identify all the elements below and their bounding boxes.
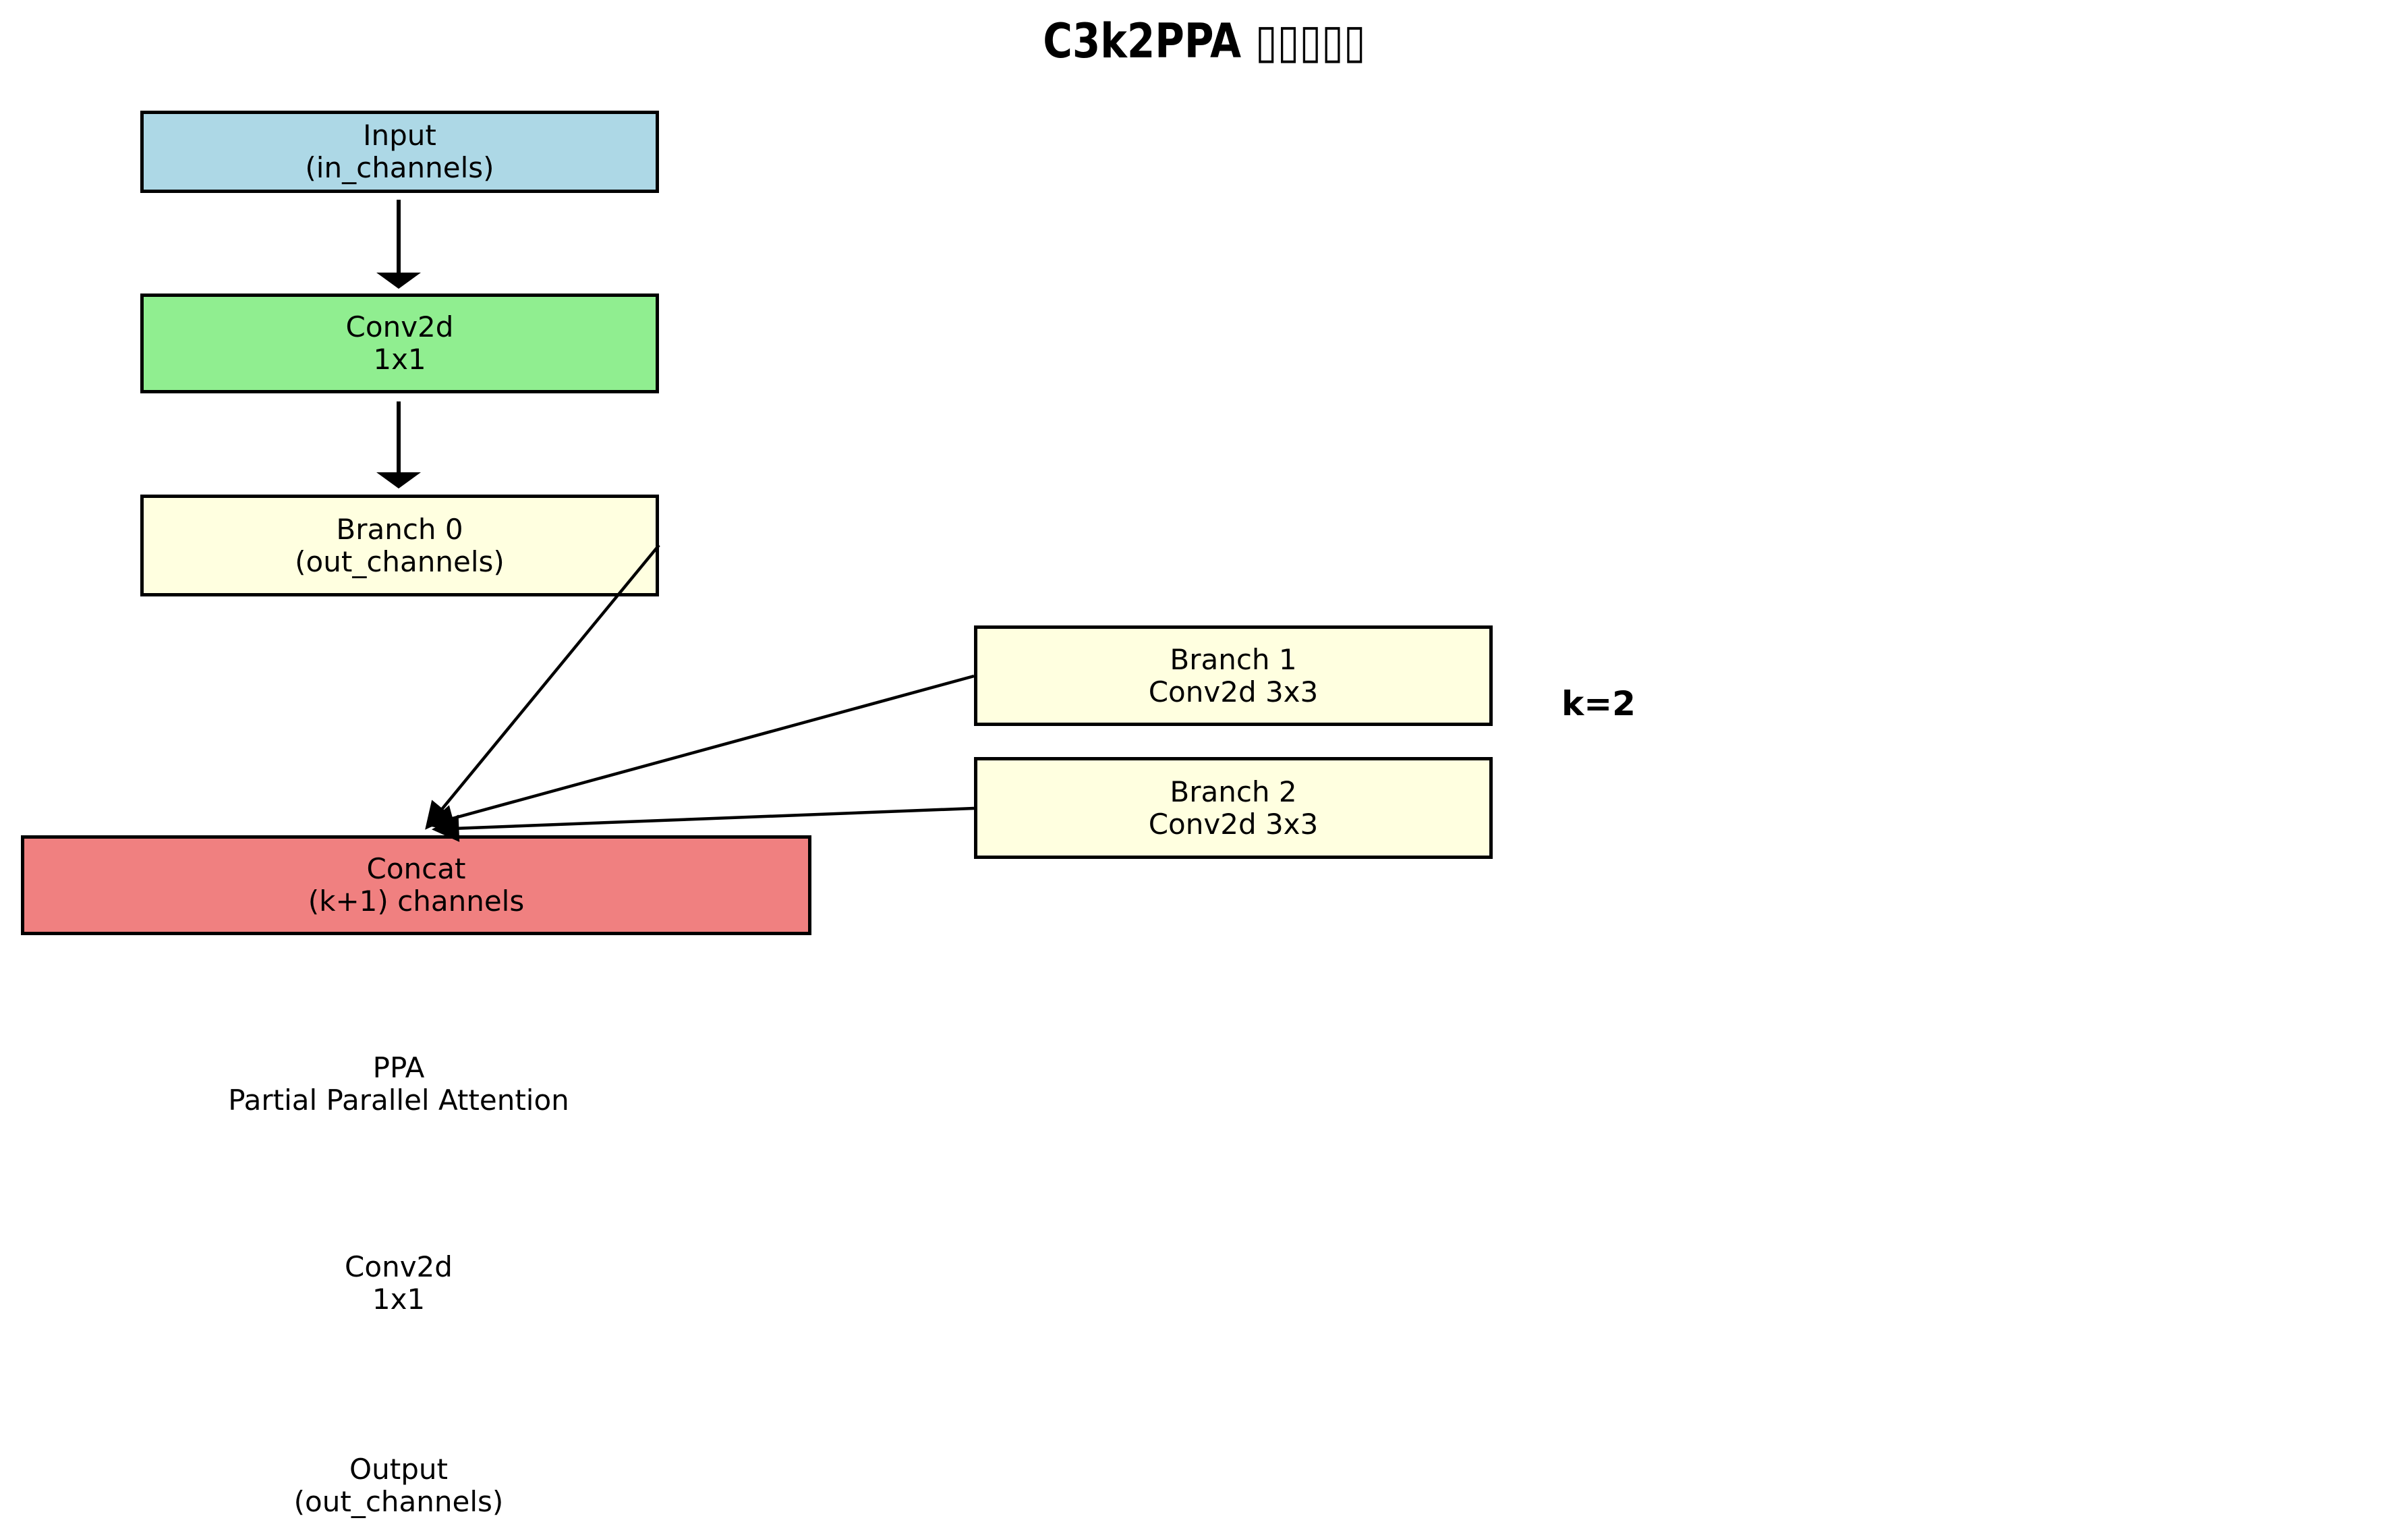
node-branch1: Branch 1 Conv2d 3x3 (974, 625, 1493, 726)
node-input-label-line1: Input (363, 119, 436, 152)
node-conv2d-label-line2: 1x1 (373, 343, 426, 376)
node-branch1-label-line1: Branch 1 (1170, 642, 1297, 676)
node-branch1-label-line2: Conv2d 3x3 (1148, 675, 1319, 708)
diagram-title-text: C3k2PPA ▯▯▯▯▯ (1042, 13, 1366, 69)
node-concat-label-line2: (k+1) channels (308, 885, 525, 918)
annotation-output-line2: (out_channels) (293, 1485, 504, 1518)
node-concat-label-line1: Concat (366, 852, 466, 885)
node-input-label-line2: (in_channels) (305, 151, 494, 184)
k-value-label: k=2 (1561, 684, 1636, 723)
annotation-ppa: PPA Partial Parallel Attention (129, 1052, 668, 1117)
annotation-ppa-line2: Partial Parallel Attention (228, 1084, 569, 1117)
annotation-conv-final-line1: Conv2d (345, 1250, 453, 1283)
arrow-input-to-conv (376, 200, 421, 289)
node-branch2-label-line1: Branch 2 (1170, 775, 1297, 808)
node-input: Input (in_channels) (140, 111, 659, 193)
arrow-branch2-to-concat (431, 806, 975, 842)
annotation-conv-final-line2: 1x1 (372, 1283, 426, 1316)
annotation-output: Output (out_channels) (129, 1453, 668, 1518)
node-branch0-label-line2: (out_channels) (295, 544, 505, 578)
arrow-conv-to-branch0 (376, 401, 421, 488)
node-branch2-label-line2: Conv2d 3x3 (1148, 807, 1319, 841)
node-conv2d-label-line1: Conv2d (345, 310, 454, 343)
annotation-ppa-line1: PPA (372, 1051, 425, 1084)
node-conv2d-1x1: Conv2d 1x1 (140, 294, 659, 393)
node-concat: Concat (k+1) channels (21, 835, 811, 935)
diagram-title: C3k2PPA ▯▯▯▯▯ (0, 13, 2408, 69)
annotation-output-line1: Output (349, 1453, 448, 1486)
node-branch2: Branch 2 Conv2d 3x3 (974, 757, 1493, 859)
node-branch0: Branch 0 (out_channels) (140, 495, 659, 596)
annotation-conv-final: Conv2d 1x1 (129, 1251, 668, 1316)
node-branch0-label-line1: Branch 0 (336, 512, 463, 546)
arrow-branch1-to-concat (426, 674, 975, 832)
